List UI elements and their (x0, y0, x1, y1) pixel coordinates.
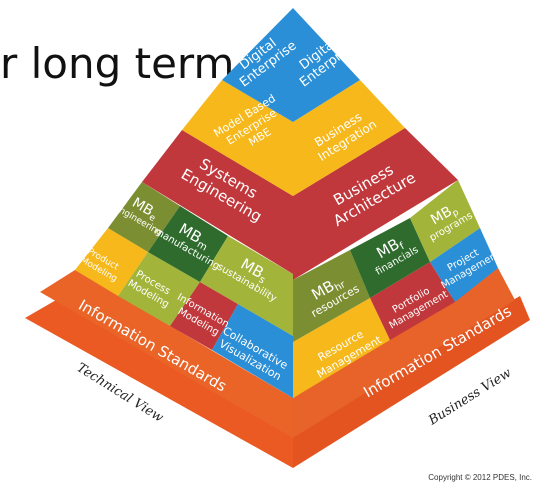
mbhr-resources-tile (293, 250, 370, 342)
right-digital-enterprise-tile (293, 8, 360, 122)
left-base-band (25, 296, 293, 468)
mbp-programs-tile (410, 180, 480, 262)
collaborative-visualization-tile (212, 304, 293, 398)
systems-engineering-tile (142, 130, 293, 274)
product-modeling-tile (75, 228, 148, 296)
mbe-tile (182, 80, 293, 196)
information-modeling-tile (170, 282, 238, 350)
business-integration-tile (293, 80, 405, 196)
mbm-manufacturing-tile (148, 206, 228, 282)
left-digital-enterprise-tile (222, 8, 293, 122)
mbs-sustainability-tile (200, 236, 293, 336)
project-management-tile (430, 228, 498, 302)
mbe-engineering-tile (108, 182, 180, 252)
copyright-text: Copyright © 2012 PDES, Inc. (428, 473, 532, 482)
headline-text: r long term (0, 39, 235, 88)
process-modeling-tile (118, 252, 200, 326)
left-info-standards-band (40, 270, 293, 438)
right-info-standards-band (293, 268, 515, 438)
portfolio-management-tile (370, 262, 455, 340)
right-base-band (293, 296, 530, 468)
resource-management-tile (293, 298, 390, 398)
business-architecture-tile (293, 128, 458, 280)
mbf-financials-tile (350, 218, 430, 298)
